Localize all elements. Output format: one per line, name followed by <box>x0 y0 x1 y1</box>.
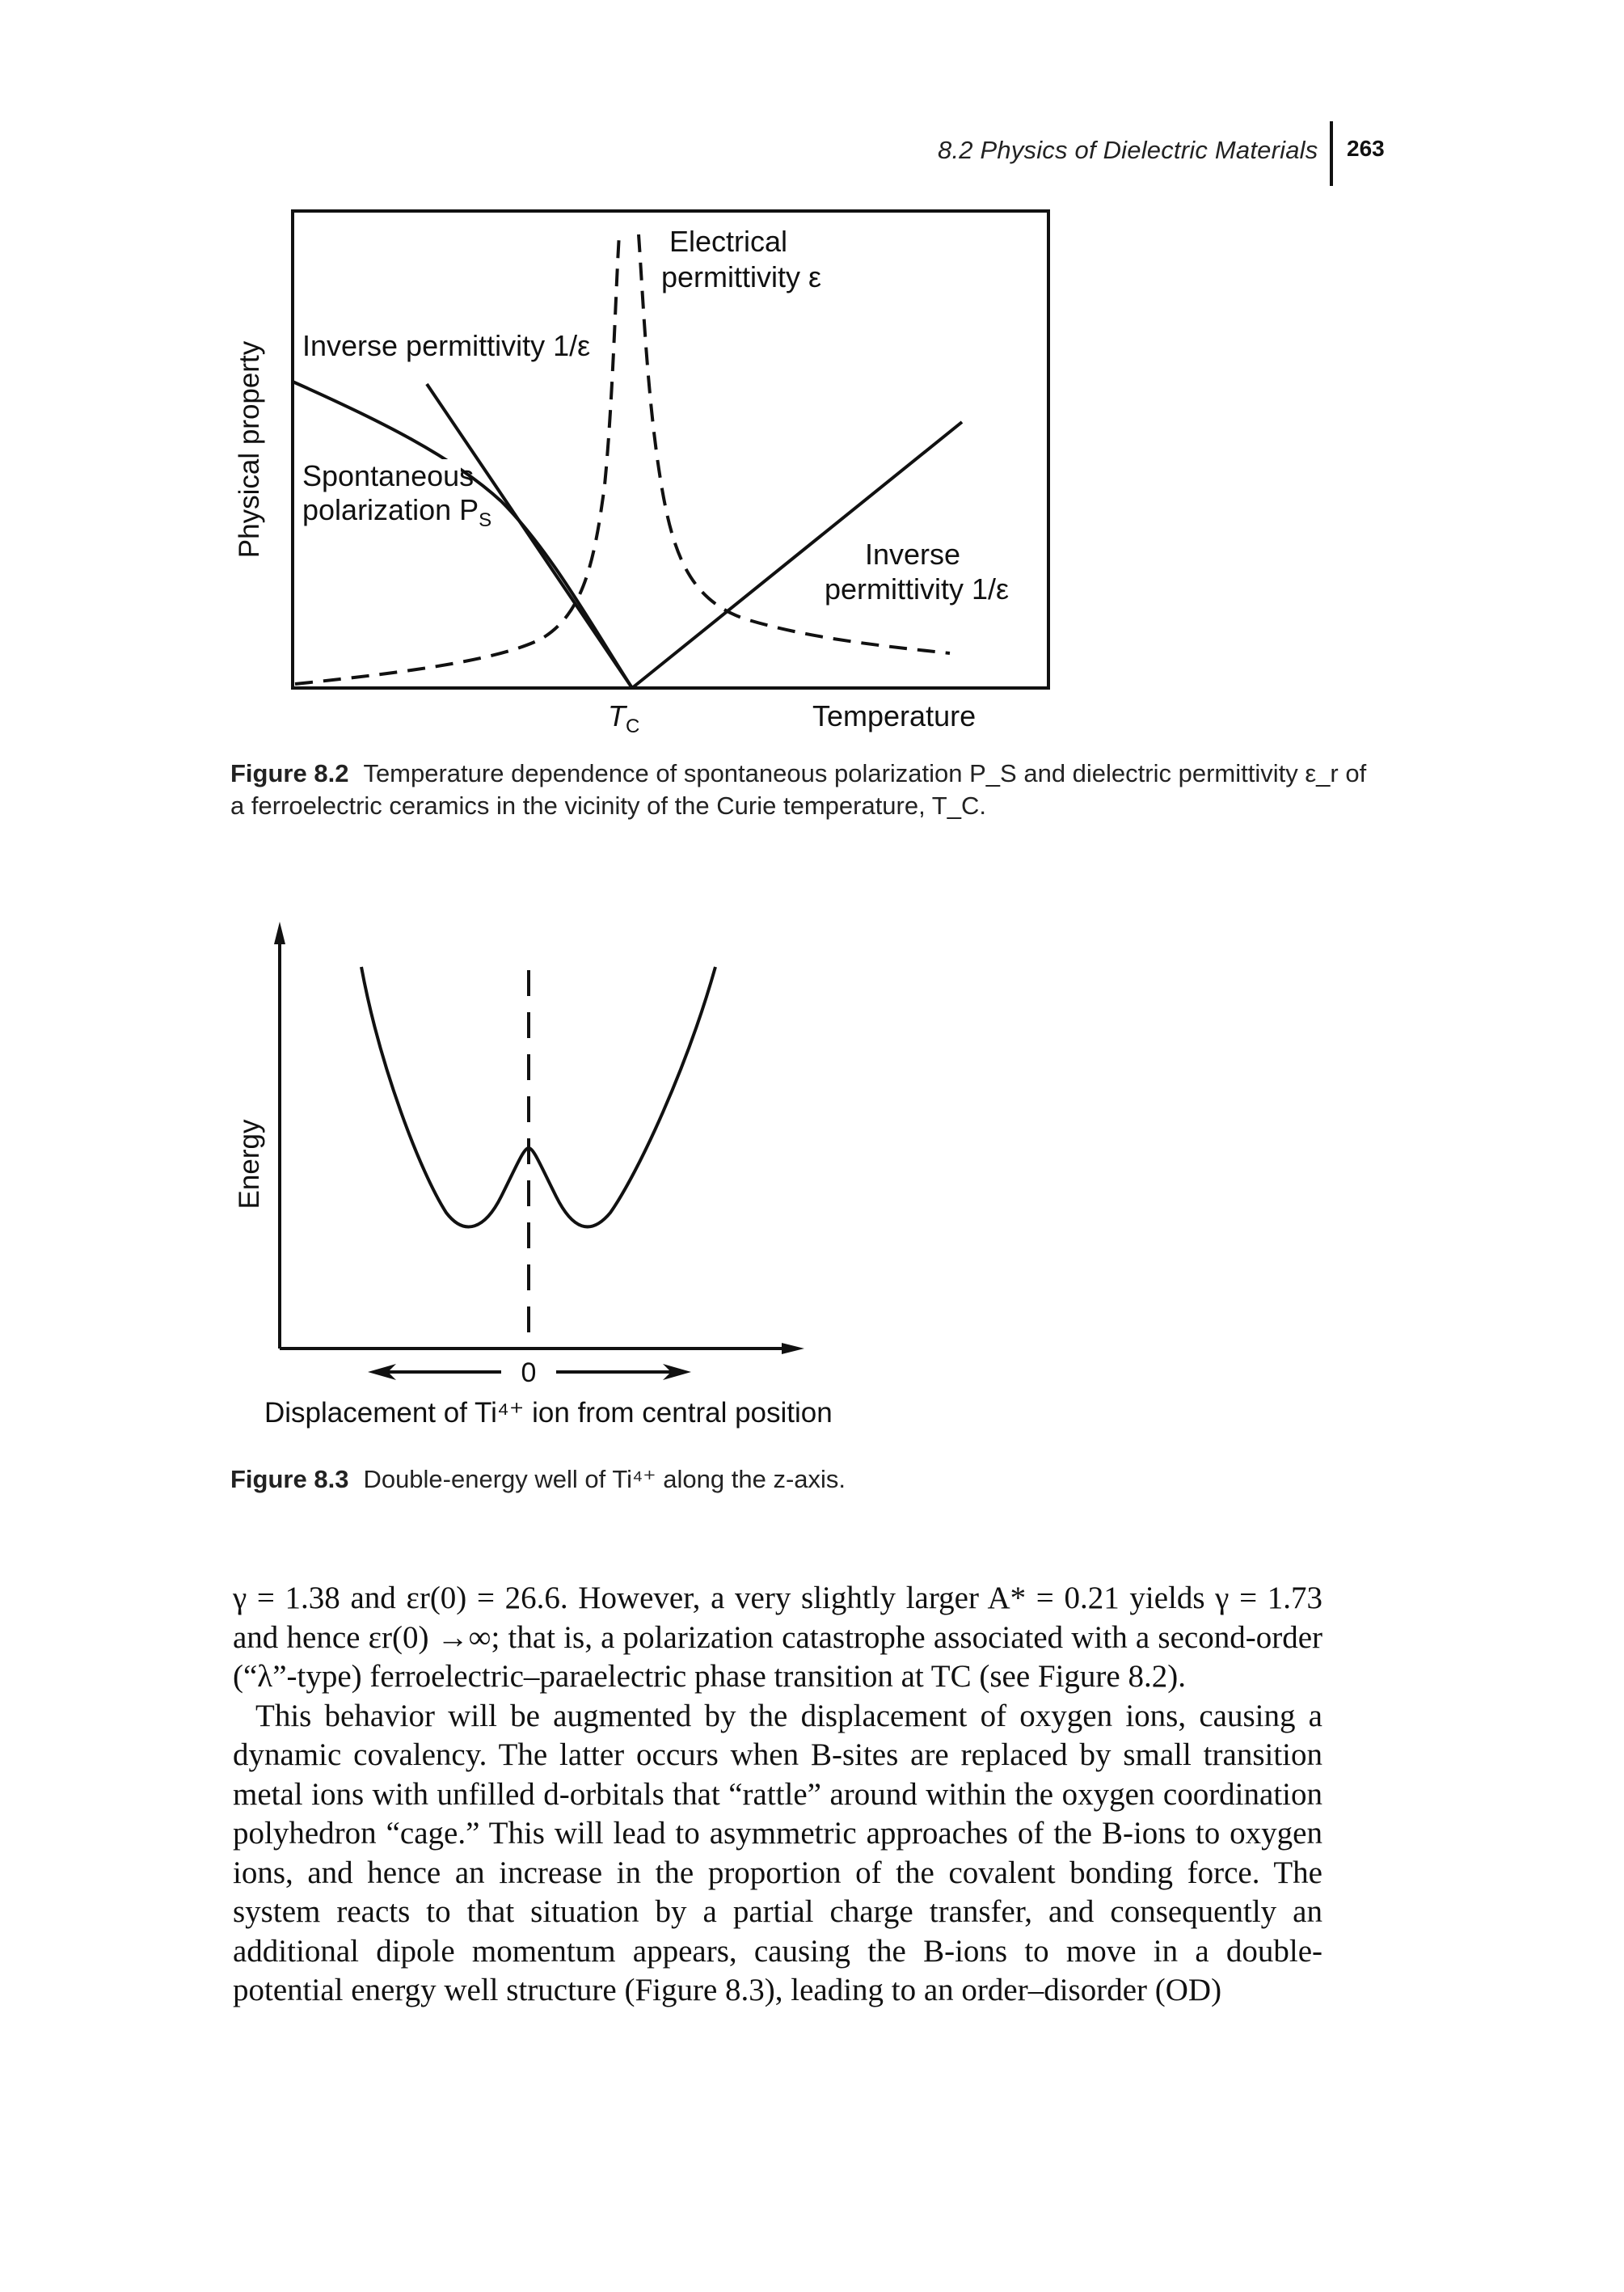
right-displacement-arrowhead <box>663 1364 691 1380</box>
spontaneous-label-text: polarization P <box>302 493 479 526</box>
electrical-permittivity-curve-right <box>637 234 951 655</box>
figure-8-2-x-axis-label: Temperature <box>812 699 976 732</box>
figure-8-3-x-axis-label: Displacement of Ti⁴⁺ ion from central po… <box>264 1397 833 1429</box>
figure-8-2: Physical property Electrical permittivit… <box>234 209 1050 737</box>
body-paragraph-2: This behavior will be augmented by the d… <box>233 1698 1322 2008</box>
figure-8-2-y-axis-label: Physical property <box>234 340 265 558</box>
inverse-permittivity-right-line <box>631 420 964 690</box>
inverse-permittivity-left-line <box>425 382 634 690</box>
electrical-label-line2: permittivity ε <box>661 260 821 293</box>
figure-8-3-y-axis-label: Energy <box>234 1119 265 1209</box>
figure-8-3-caption-text: Double-energy well of Ti⁴⁺ along the z-a… <box>363 1465 846 1493</box>
body-text: γ = 1.38 and εr(0) = 26.6. However, a ve… <box>233 1579 1322 2011</box>
electrical-permittivity-curve-left <box>294 234 621 686</box>
inverse-right-label-line1: Inverse <box>865 538 960 571</box>
zero-label: 0 <box>521 1357 537 1388</box>
spontaneous-label-line1: Spontaneous <box>302 459 474 492</box>
running-head: 8.2 Physics of Dielectric Materials <box>938 136 1318 164</box>
tc-label-sub: C <box>626 715 639 737</box>
inverse-right-label-line2: permittivity 1/ε <box>825 572 1009 606</box>
header-rule <box>1330 121 1333 186</box>
left-displacement-arrowhead <box>368 1364 396 1380</box>
figure-8-2-frame <box>291 209 1050 690</box>
double-well-curve <box>360 966 717 1229</box>
figure-8-2-caption-text: Temperature dependence of spontaneous po… <box>230 759 1367 820</box>
figure-8-2-caption-label: Figure 8.2 <box>230 759 349 787</box>
electrical-label-line1: Electrical <box>669 225 787 258</box>
displacement-axis-arrowhead <box>782 1343 804 1354</box>
spontaneous-polarization-curve <box>292 380 634 690</box>
tc-label: TC <box>608 699 639 737</box>
figure-8-3: Energy 0 Displacement of Ti⁴⁺ ion from c… <box>234 922 833 1429</box>
page-number: 263 <box>1347 136 1385 161</box>
figure-8-3-caption: Figure 8.3 Double-energy well of Ti⁴⁺ alo… <box>230 1463 1378 1496</box>
inverse-left-label: Inverse permittivity 1/ε <box>302 329 590 362</box>
tc-label-t: T <box>608 699 628 732</box>
figure-8-3-caption-label: Figure 8.3 <box>230 1465 349 1493</box>
spontaneous-label-line2: polarization PS <box>302 493 491 531</box>
spontaneous-label-sub: S <box>479 509 491 531</box>
energy-axis-arrowhead <box>274 922 285 944</box>
body-paragraph-1: γ = 1.38 and εr(0) = 26.6. However, a ve… <box>233 1581 1322 1694</box>
